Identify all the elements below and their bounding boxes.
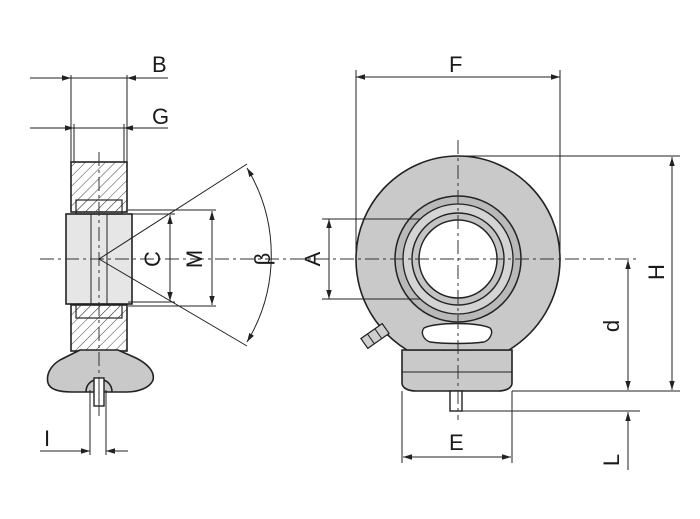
grease-slot [421,322,493,345]
label-E: E [449,430,464,455]
side-view [40,75,340,455]
label-C: C [140,251,165,267]
base-foot [46,349,155,393]
label-A: A [300,251,325,266]
grease-nipple [360,322,390,350]
label-beta: β [250,253,275,266]
label-H: H [644,264,669,280]
front-pin [449,390,463,412]
label-d: d [599,320,624,332]
label-F: F [449,52,462,77]
side-dimensions [30,75,272,454]
label-B: B [152,52,167,77]
label-M: M [182,250,207,268]
label-L: L [599,454,624,466]
label-I: I [44,426,50,451]
label-G: G [152,104,169,129]
front-dimensions [322,70,680,470]
base-block [401,349,513,392]
front-view [340,140,640,420]
